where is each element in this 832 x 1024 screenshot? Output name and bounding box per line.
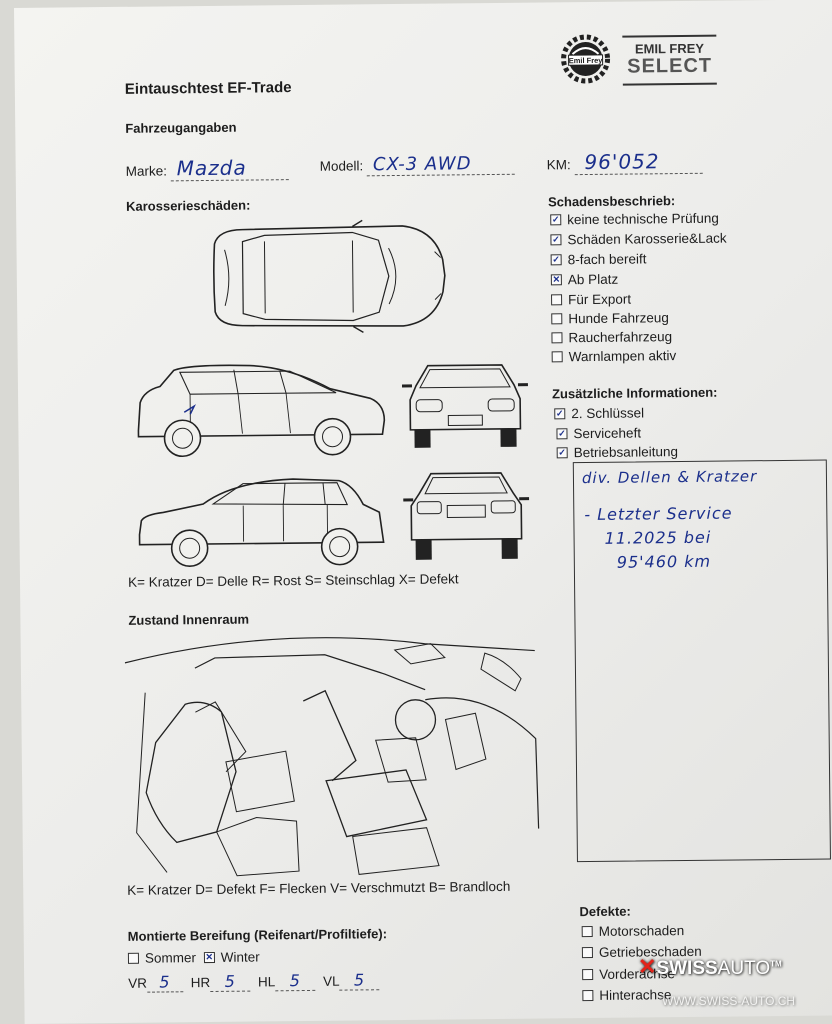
defect-checkbox[interactable] [582, 989, 594, 1002]
damage-item: Für Export [551, 292, 631, 308]
damage-item: Hunde Fahrzeug [551, 310, 669, 326]
body-damage-legend: K= Kratzer D= Delle R= Rost S= Steinschl… [127, 571, 459, 590]
notes-line-1: div. Dellen & Kratzer [581, 467, 758, 488]
interior-drawing [124, 637, 540, 877]
car-top-view [213, 219, 446, 333]
marke-row: Marke: Mazda [126, 155, 289, 182]
sommer-checkbox[interactable] [127, 952, 140, 964]
vr-value: 5 [146, 972, 184, 993]
damage-item-label: Hunde Fahrzeug [568, 310, 669, 327]
select-logo: EMIL FREY SELECT [622, 34, 717, 86]
hl-value: 5 [275, 970, 316, 992]
info-checkbox[interactable]: ✓ [554, 408, 566, 420]
damage-item: Warnlampen aktiv [551, 348, 677, 365]
marke-label: Marke: [125, 163, 168, 179]
info-item-label: 2. Schlüssel [571, 405, 645, 422]
damage-checkbox[interactable]: ✓ [550, 214, 562, 226]
damage-checkbox[interactable]: ✕ [550, 274, 562, 286]
interior-legend: K= Kratzer D= Defekt F= Flecken V= Versc… [127, 878, 511, 898]
notes-line-3: 11.2025 bei [604, 527, 712, 548]
form-title: Eintauschtest EF-Trade [124, 79, 292, 98]
logo-line-2: SELECT [627, 54, 713, 78]
logo-wheel-text: Emil Frey [568, 55, 603, 66]
notes-line-2: - Letzter Service [584, 503, 733, 525]
body-damage-label: Karosserieschäden: [126, 197, 251, 214]
hr-label: HR [190, 974, 211, 991]
damage-checkbox[interactable] [551, 294, 563, 306]
damage-item-label: Warnlampen aktiv [568, 348, 677, 365]
notes-line-4: 95'460 km [616, 551, 712, 572]
damage-item: ✓ 8-fach bereift [550, 251, 647, 268]
tires-label: Montierte Bereifung (Reifenart/Profiltie… [127, 926, 388, 944]
defect-checkbox[interactable] [581, 946, 593, 959]
watermark-url: WWW.SWISS-AUTO.CH [662, 994, 796, 1008]
defect-checkbox[interactable] [581, 925, 593, 938]
winter-checkbox[interactable]: ✕ [203, 951, 215, 964]
info-item-label: Serviceheft [573, 425, 642, 442]
car-rear-view [403, 472, 530, 560]
defect-checkbox[interactable] [582, 968, 594, 981]
damage-item-label: 8-fach bereift [567, 251, 647, 268]
modell-label: Modell: [319, 158, 364, 174]
damage-item-label: Raucherfahrzeug [568, 329, 673, 346]
damage-item: ✓ Schäden Karosserie&Lack [550, 230, 727, 248]
defect-item: Hinterachse [582, 987, 671, 1003]
marke-value: Mazda [170, 155, 289, 182]
defect-item: Motorschaden [581, 923, 685, 939]
interior-label: Zustand Innenraum [128, 611, 250, 628]
hl-label: HL [257, 974, 276, 990]
info-checkbox[interactable]: ✓ [556, 428, 568, 440]
gear-logo-icon [561, 34, 611, 84]
info-item: ✓ 2. Schlüssel [554, 405, 644, 421]
swissauto-watermark: ✕SWISSAUTOTM [638, 954, 782, 980]
modell-row: Modell: CX-3 AWD [319, 152, 516, 177]
additional-info-label: Zusätzliche Informationen: [551, 384, 718, 402]
watermark-brand-a: SWISS [656, 958, 718, 979]
damage-item: Raucherfahrzeug [551, 329, 672, 345]
vl-value: 5 [339, 970, 380, 991]
car-front-view [401, 364, 528, 448]
sommer-label: Sommer [144, 950, 197, 966]
info-item: ✓ Betriebsanleitung [556, 444, 679, 461]
info-item-label: Betriebsanleitung [573, 444, 679, 461]
damage-item: ✓ keine technische Prüfung [550, 211, 719, 228]
watermark-brand-b: AUTO [717, 958, 771, 979]
notes-box: div. Dellen & Kratzer - Letzter Service … [572, 459, 831, 863]
tire-type-row: Sommer ✕ Winter [127, 949, 260, 966]
winter-label: Winter [220, 949, 260, 965]
damage-description-label: Schadensbeschrieb: [547, 193, 676, 210]
defect-item-label: Motorschaden [598, 923, 685, 939]
modell-value: CX-3 AWD [366, 152, 516, 177]
damage-item: ✕ Ab Platz [550, 271, 619, 288]
damage-checkbox[interactable]: ✓ [550, 234, 562, 246]
info-checkbox[interactable]: ✓ [556, 447, 568, 459]
defects-label: Defekte: [579, 903, 631, 920]
watermark-x-icon: ✕ [638, 954, 657, 979]
vehicle-section-label: Fahrzeugangaben [125, 119, 237, 136]
damage-item-label: Schäden Karosserie&Lack [567, 230, 727, 248]
damage-checkbox[interactable] [551, 332, 563, 344]
info-item: ✓ Serviceheft [556, 425, 641, 441]
damage-checkbox[interactable]: ✓ [550, 254, 562, 266]
damage-item-label: Ab Platz [567, 271, 619, 288]
defect-item-label: Hinterachse [599, 987, 672, 1003]
damage-item-label: keine technische Prüfung [567, 210, 719, 228]
inspection-form: Eintauschtest EF-Trade Emil Frey EMIL FR… [14, 0, 832, 1024]
damage-checkbox[interactable] [551, 351, 563, 363]
damage-item-label: Für Export [568, 291, 632, 308]
vl-label: VL [322, 973, 340, 989]
km-row: KM: 96'052 [546, 148, 703, 176]
damage-checkbox[interactable] [551, 313, 563, 325]
hr-value: 5 [210, 971, 251, 992]
car-side-view-right [138, 478, 385, 567]
km-value: 96'052 [574, 148, 703, 176]
car-side-view-left [137, 364, 386, 458]
watermark-tm: TM [770, 959, 782, 969]
emil-frey-gear-logo: Emil Frey [558, 32, 613, 92]
km-label: KM: [546, 157, 571, 173]
vr-label: VR [128, 975, 148, 991]
